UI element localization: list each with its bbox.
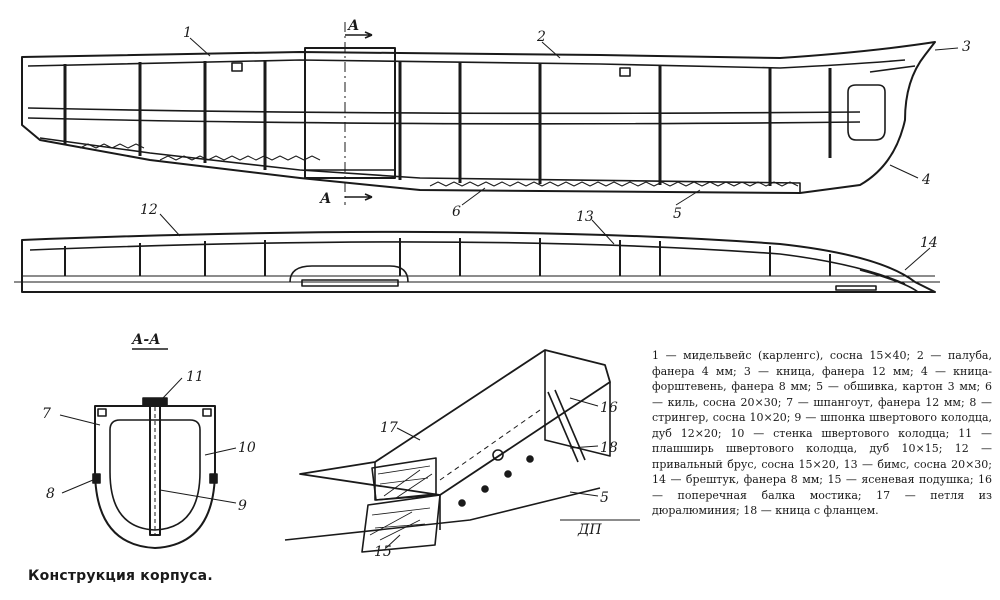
legend-item: 7 — шпангоут, фанера 12 мм; [786, 395, 965, 409]
legend-item: 12 — привальный брус, сосна 15×20, [652, 442, 993, 471]
legend-item: 18 — кница с фланцем. [743, 504, 879, 517]
callout-3: 3 [962, 39, 971, 55]
legend-item: 8 — стрингер, сосна 10×20; [652, 395, 993, 425]
legend-item: 1 — мидельвейс (карленгс), сосна 15×40; [652, 349, 911, 362]
hull-side-view [21, 22, 959, 206]
legend-item: 16 — поперечная балка мостика; [652, 473, 992, 502]
legend-item: 13 — бимс, сосна 20×30; [843, 457, 992, 471]
legend-item: 11 — плашширь швертового колодца, дуб 10… [652, 426, 993, 456]
callout-5-detail: 5 [600, 490, 609, 506]
callout-13: 13 [576, 209, 594, 225]
section-marker-bottom: А [319, 191, 331, 207]
legend-item: 10 — стенка швертового колодца; [730, 426, 950, 440]
callout-1: 1 [183, 25, 192, 41]
callout-12: 12 [140, 202, 158, 218]
callout-8: 8 [46, 486, 55, 502]
station-label-dp: ДП [577, 522, 602, 538]
callout-10: 10 [238, 440, 256, 456]
legend-item: 3 — кница, фанера 12 мм; [743, 364, 914, 378]
callout-15: 15 [374, 544, 392, 560]
callout-18: 18 [600, 440, 618, 456]
callout-17: 17 [380, 420, 398, 436]
callout-16: 16 [600, 400, 618, 416]
callout-6: 6 [452, 204, 461, 220]
section-a-a-title: А-А [131, 332, 161, 348]
legend-item: 4 — кница-форштевень, фанера 8 мм; [652, 364, 993, 394]
section-marker-top: А [347, 18, 359, 34]
legend-item: 15 — ясеневая подушка; [827, 473, 974, 486]
figure-caption: Конструкция корпуса. [28, 568, 213, 584]
legend-item: 5 — обшивка, картон 3 мм; [816, 380, 981, 393]
legend-item: 17 — петля из дюралюминия; [652, 488, 993, 518]
legend-item: 9 — шпонка швертового колодца, дуб 12×20… [652, 411, 992, 440]
legend-item: 2 — палуба, фанера 4 мм; [652, 349, 992, 378]
parts-legend: 1 — мидельвейс (карленгс), сосна 15×40; … [652, 348, 992, 519]
callout-7: 7 [42, 406, 51, 422]
callout-11: 11 [186, 369, 204, 385]
legend-item: 6 — киль, сосна 20×30; [652, 380, 993, 409]
callout-9: 9 [238, 498, 247, 514]
deck-framing-view [14, 213, 940, 293]
callout-5: 5 [673, 206, 682, 222]
bridge-beam-detail [284, 349, 640, 553]
callout-2: 2 [536, 29, 546, 45]
callout-14: 14 [920, 235, 938, 251]
callout-4: 4 [921, 172, 931, 188]
legend-item: 14 — брештук, фанера 8 мм; [652, 473, 824, 486]
cross-section-a-a [59, 348, 237, 549]
